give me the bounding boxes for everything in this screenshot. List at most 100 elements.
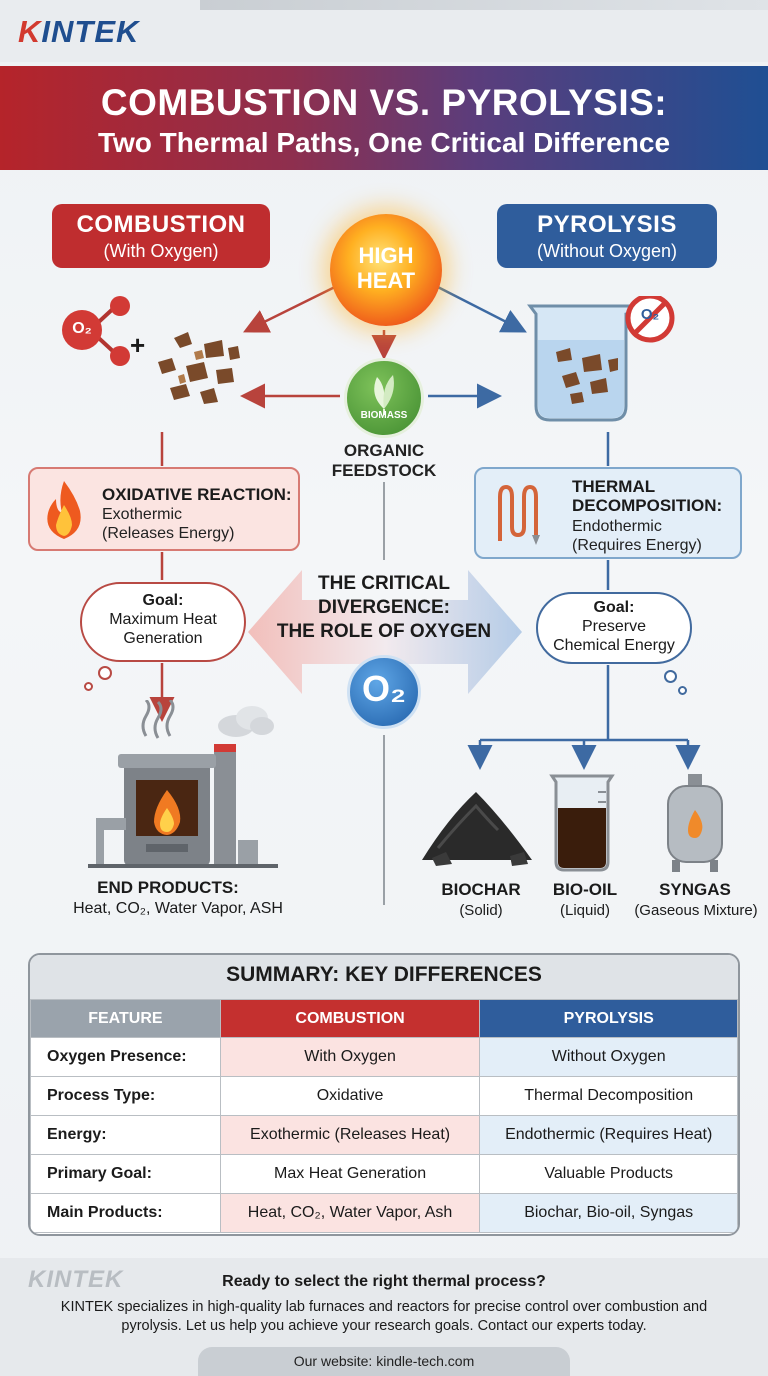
table-row: Oxygen Presence: With Oxygen Without Oxy… [30,1037,738,1077]
oxidative-text: Exothermic (Releases Energy) [102,505,235,543]
table-cell-feature: Primary Goal: [30,1154,221,1194]
table-cell-feature: Main Products: [30,1193,221,1233]
biochar-state: (Solid) [459,902,503,919]
table-row: Main Products: Heat, CO₂, Water Vapor, A… [30,1193,738,1233]
oxygen-icon-label: O₂ [362,668,406,709]
goal-combustion-title: Goal: [142,592,184,609]
summary-title: SUMMARY: KEY DIFFERENCES [226,963,542,986]
table-cell-combustion: Exothermic (Releases Heat) [219,1115,481,1155]
table-cell-combustion: Heat, CO₂, Water Vapor, Ash [219,1193,481,1233]
combustion-subtitle: (With Oxygen) [103,241,219,261]
no-oxygen-label: O₂ [640,306,660,323]
beaker-no-oxygen-icon [527,296,675,422]
thermal-text: Endothermic (Requires Energy) [572,517,702,555]
brand-logo[interactable]: KINTEK [18,14,139,50]
bio-oil-state: (Liquid) [559,902,611,919]
oxidative-line-1: Exothermic [102,506,183,523]
goal-pyrolysis-title: Goal: [593,599,635,616]
table-cell-pyrolysis: Endothermic (Requires Heat) [479,1115,738,1155]
cta-title: Ready to select the right thermal proces… [222,1273,546,1290]
header-banner [0,66,768,170]
heat-line-2: HEAT [356,268,416,293]
feedstock-line-1: ORGANIC [343,441,425,460]
thermal-title: THERMAL DECOMPOSITION: [572,477,722,515]
combustion-label: COMBUSTION (With Oxygen) [52,204,270,268]
high-heat-label: HIGH HEAT [330,243,442,293]
goal-pyrolysis-cloud: Goal: Preserve Chemical Energy [536,592,692,664]
biomass-icon [344,358,424,438]
biomass-label: BIOMASS [360,410,408,421]
thought-bubble-tiny [84,682,93,691]
cta-text: KINTEK specializes in high-quality lab f… [60,1299,708,1334]
thermal-title-line-2: DECOMPOSITION: [572,496,723,515]
thought-bubble-small [98,666,112,680]
syngas-state: (Gaseous Mixture) [634,902,758,919]
flow-diagram-lines [149,280,701,905]
goal-pyrolysis-line-1: Preserve [581,618,647,635]
top-bar [0,0,768,62]
table-cell-pyrolysis: Biochar, Bio-oil, Syngas [479,1193,738,1233]
goal-combustion-line-2: Generation [123,630,203,647]
top-bar-stripe [200,0,768,10]
logo-k: K [18,14,42,49]
pyrolysis-label: PYROLYSIS (Without Oxygen) [497,204,717,268]
goal-combustion-cloud: Goal: Maximum Heat Generation [80,582,246,662]
oxidative-line-2: (Releases Energy) [102,525,235,542]
syngas-label: SYNGAS [659,880,731,899]
summary-title-bar [30,955,738,999]
thought-bubble-small-right [664,670,677,683]
divergence-line-1: THE CRITICAL [318,573,450,594]
pyrolysis-subtitle: (Without Oxygen) [536,241,678,261]
table-row: Primary Goal: Max Heat Generation Valuab… [30,1154,738,1194]
divergence-line-2: DIVERGENCE: [318,597,450,618]
table-cell-combustion: Max Heat Generation [219,1154,481,1194]
table-row: Energy: Exothermic (Releases Heat) Endot… [30,1115,738,1155]
goal-combustion-line-1: Maximum Heat [109,611,217,628]
table-cell-feature: Energy: [30,1115,221,1155]
table-cell-combustion: With Oxygen [219,1037,481,1077]
table-cell-combustion: Oxidative [219,1076,481,1116]
critical-divergence-label: THE CRITICAL DIVERGENCE: THE ROLE OF OXY… [270,572,498,644]
furnace-icon [88,700,278,868]
goal-pyrolysis-line-2: Chemical Energy [553,637,675,654]
website-link[interactable]: Our website: kindle-tech.com [293,1353,475,1369]
summary-table-card: SUMMARY: KEY DIFFERENCES FEATURE COMBUST… [28,953,740,1236]
thought-bubble-tiny-right [678,686,687,695]
end-products-title: END PRODUCTS: [97,878,239,897]
table-cell-pyrolysis: Thermal Decomposition [479,1076,738,1116]
biochar-icon [422,792,532,866]
col-header-pyrolysis: PYROLYSIS [479,999,738,1038]
page-title: COMBUSTION VS. PYROLYSIS: [100,82,668,123]
footer-logo[interactable]: KINTEK [28,1266,124,1293]
arrow-heat-to-combustion [243,280,346,333]
combustion-title: COMBUSTION [76,211,246,238]
oxygen-plus-biomass-icon [62,296,240,404]
thermal-line-1: Endothermic [572,518,662,535]
logo-rest: INTEK [41,14,140,49]
end-products-text: Heat, CO₂, Water Vapor, ASH [73,900,283,917]
plus-sign: + [130,330,146,360]
feedstock-line-2: FEEDSTOCK [331,461,437,480]
bio-oil-label: BIO-OIL [552,880,618,899]
organic-feedstock-label: ORGANIC FEEDSTOCK [300,441,468,481]
website-bar [198,1347,570,1376]
biochar-label: BIOCHAR [441,880,521,899]
pyrolysis-title: PYROLYSIS [537,211,677,238]
divergence-double-arrow [248,570,522,694]
oxygen-icon [347,655,421,729]
table-header-row: FEATURE COMBUSTION PYROLYSIS [30,999,738,1038]
page-subtitle: Two Thermal Paths, One Critical Differen… [97,127,671,158]
col-header-feature: FEATURE [30,999,221,1038]
thermal-line-2: (Requires Energy) [572,537,702,554]
bio-oil-beaker-icon [549,774,615,872]
col-header-combustion: COMBUSTION [219,999,481,1038]
oxidative-title: OXIDATIVE REACTION: [102,485,292,504]
divergence-line-3: THE ROLE OF OXYGEN [276,621,492,642]
arrow-heat-to-pyrolysis [427,280,527,333]
thermal-decomposition-box: THERMAL DECOMPOSITION: Endothermic (Requ… [474,467,742,559]
heat-line-1: HIGH [358,243,414,268]
heating-coil-icon [498,484,540,545]
summary-table: FEATURE COMBUSTION PYROLYSIS Oxygen Pres… [30,999,738,1233]
table-row: Process Type: Oxidative Thermal Decompos… [30,1076,738,1116]
o2-molecule-label: O₂ [72,320,92,337]
